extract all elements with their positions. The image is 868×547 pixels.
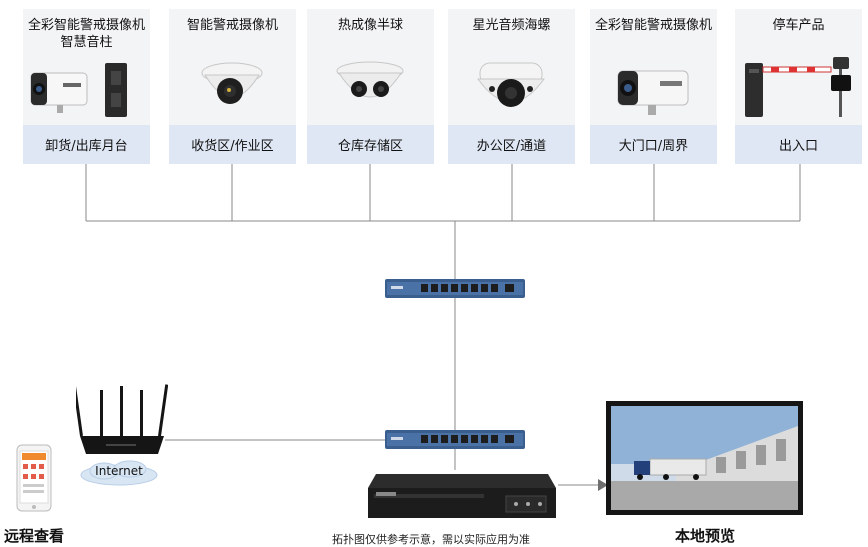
card-title: 星光音频海螺: [472, 18, 551, 33]
camera-card-5: 全彩智能警戒摄像机 大门口/周界: [590, 9, 717, 164]
camera-card-3: 热成像半球 仓库存储区: [307, 9, 434, 164]
parking-barrier-icon: [745, 57, 851, 117]
card-location: 收货区/作业区: [169, 125, 296, 164]
audio-turret-camera-icon: [477, 62, 545, 107]
smartphone-icon: [16, 444, 52, 512]
internet-label: Internet: [95, 464, 143, 478]
remote-view-label: 远程查看: [4, 527, 65, 545]
nvr-recorder-icon: [368, 474, 556, 518]
camera-card-1: 全彩智能警戒摄像机 智慧音柱 卸货/出库月台: [23, 9, 150, 164]
camera-card-2: 智能警戒摄像机 收货区/作业区: [169, 9, 296, 164]
local-preview-label: 本地预览: [675, 527, 736, 545]
card-location: 大门口/周界: [590, 125, 717, 164]
card-location: 卸货/出库月台: [23, 125, 150, 164]
wifi-router-icon: [76, 384, 168, 454]
turret-camera-icon: [201, 62, 263, 104]
poe-switch-icon: [385, 279, 525, 298]
card-title: 全彩智能警戒摄像机: [594, 18, 712, 33]
card-title: 全彩智能警戒摄像机 智慧音柱: [27, 18, 145, 50]
card-location: 仓库存储区: [307, 125, 434, 164]
bullet-camera-with-speaker-icon: [30, 63, 127, 117]
card-title: 智能警戒摄像机: [186, 18, 278, 33]
monitor-display-icon: [606, 401, 803, 515]
camera-card-6: 停车产品 出入口: [735, 9, 862, 164]
cloud-icon: [80, 460, 158, 486]
disclaimer-text: 拓扑图仅供参考示意，需以实际应用为准: [332, 533, 530, 546]
card-location: 出入口: [735, 125, 862, 164]
card-location: 办公区/通道: [448, 125, 575, 164]
camera-card-4: 星光音频海螺 办公区/通道: [448, 9, 575, 164]
bullet-camera-icon: [617, 70, 689, 115]
thermal-dome-camera-icon: [336, 61, 404, 98]
internet-cloud: Internet: [78, 460, 160, 486]
poe-switch-icon: [385, 430, 525, 449]
card-title: 停车产品: [772, 18, 825, 33]
card-title: 热成像半球: [337, 18, 403, 33]
arrow-head-icon: [598, 479, 608, 491]
